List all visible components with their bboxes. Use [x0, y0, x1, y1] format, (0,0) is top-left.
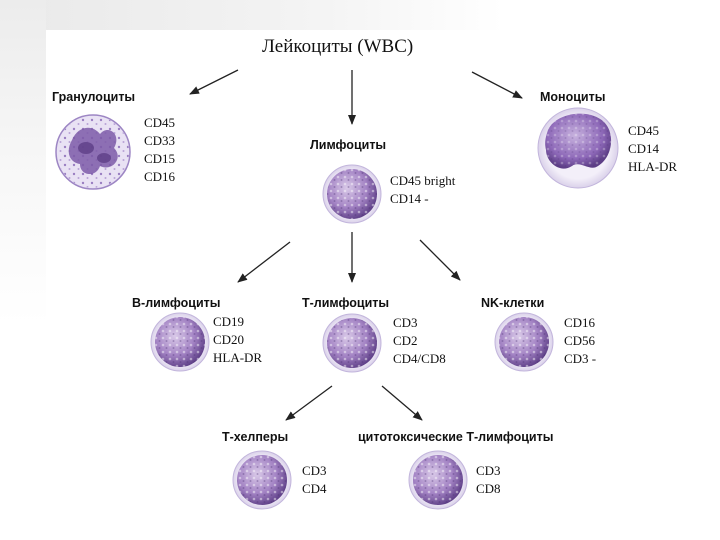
marker: CD3	[393, 315, 418, 330]
marker: CD8	[476, 481, 501, 496]
marker: CD15	[144, 151, 176, 166]
cytotoxic-t-cell-image	[408, 450, 468, 510]
marker: HLA-DR	[628, 159, 678, 174]
granulocytes-label: Гранулоциты	[52, 90, 136, 104]
arrow-to-granulocytes	[189, 69, 239, 95]
arrow-to-nk-cells	[419, 239, 461, 281]
diagram-title: Лейкоциты (WBC)	[262, 36, 414, 57]
marker: CD4/CD8	[393, 351, 446, 366]
t-helpers-label: Т-хелперы	[222, 430, 289, 444]
nk-cell-image	[494, 312, 554, 372]
t-lymphocytes-label: Т-лимфоциты	[302, 296, 390, 310]
marker: CD14	[628, 141, 660, 156]
marker: CD56	[564, 333, 596, 348]
arrow-to-t-helpers	[285, 385, 333, 421]
marker: CD45	[144, 115, 176, 130]
monocytes-markers: CD45 CD14 HLA-DR	[628, 122, 677, 176]
marker: CD16	[564, 315, 596, 330]
marker: CD3 -	[564, 351, 597, 366]
lymphocytes-label: Лимфоциты	[310, 138, 387, 152]
granulocyte-cell-image	[55, 114, 131, 190]
marker: CD45 bright	[390, 173, 456, 188]
cytotoxic-t-markers: CD3 CD8	[476, 462, 501, 498]
b-lymphocytes-markers: CD19 CD20 HLA-DR	[213, 313, 262, 367]
background-stripe-top	[0, 0, 720, 30]
nk-cells-label: NK-клетки	[481, 296, 545, 310]
arrow-to-monocytes	[471, 71, 523, 99]
t-lymphocytes-markers: CD3 CD2 CD4/CD8	[393, 314, 446, 368]
marker: CD20	[213, 332, 245, 347]
t-helper-cell-image	[232, 450, 292, 510]
marker: CD14 -	[390, 191, 429, 206]
b-lymphocyte-cell-image	[150, 312, 210, 372]
arrow-to-cytotoxic-t	[381, 385, 423, 421]
lymphocyte-cell-image	[322, 164, 382, 224]
marker: HLA-DR	[213, 350, 263, 365]
marker: CD3	[302, 463, 327, 478]
marker: CD16	[144, 169, 176, 184]
cytotoxic-t-label: цитотоксические Т-лимфоциты	[358, 430, 554, 444]
nk-cells-markers: CD16 CD56 CD3 -	[564, 314, 596, 368]
marker: CD45	[628, 123, 660, 138]
arrow-to-b-lymphocytes	[237, 241, 291, 283]
marker: CD19	[213, 314, 245, 329]
t-lymphocyte-cell-image	[322, 313, 382, 373]
marker: CD33	[144, 133, 176, 148]
lymphocytes-markers: CD45 bright CD14 -	[390, 172, 455, 208]
monocytes-label: Моноциты	[540, 90, 606, 104]
marker: CD2	[393, 333, 418, 348]
t-helpers-markers: CD3 CD4	[302, 462, 327, 498]
marker: CD3	[476, 463, 501, 478]
marker: CD4	[302, 481, 327, 496]
monocyte-cell-image	[537, 107, 619, 189]
granulocytes-markers: CD45 CD33 CD15 CD16	[144, 114, 175, 186]
background-stripe-left	[0, 0, 46, 540]
b-lymphocytes-label: B-лимфоциты	[132, 296, 221, 310]
